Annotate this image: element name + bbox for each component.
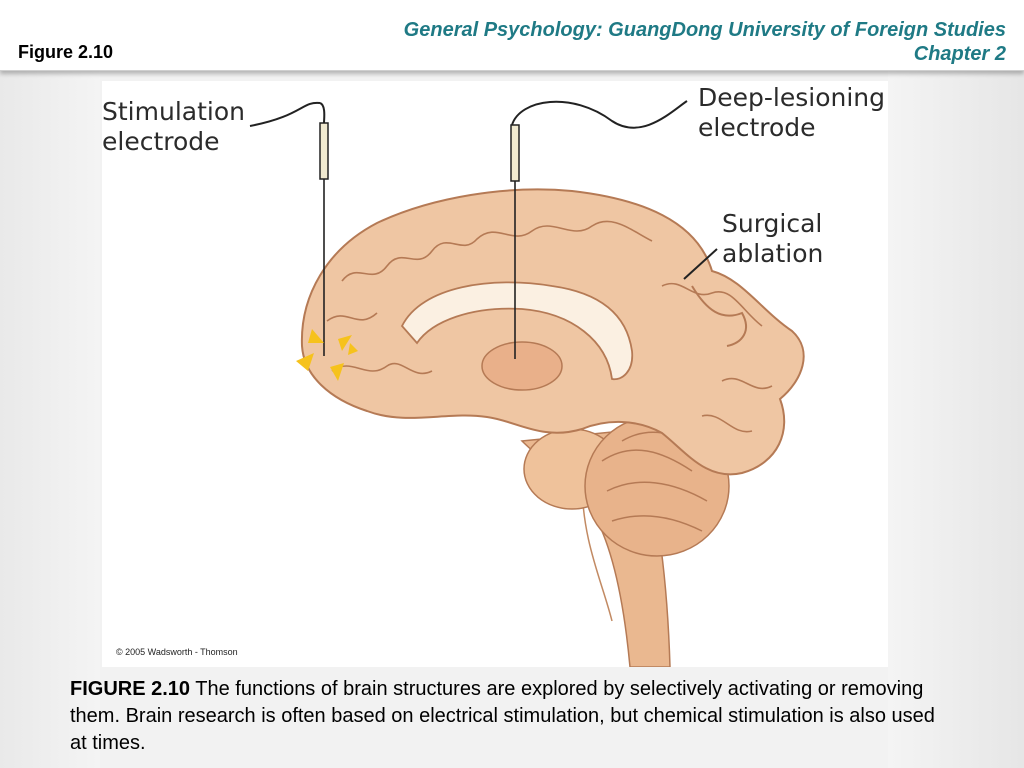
cerebrum [300,188,805,476]
caption-lead: FIGURE 2.10 [70,678,191,700]
stimulation-label: Stimulation electrode [102,97,245,156]
ablation-notch [691,285,747,347]
lesioning-lead [511,100,688,129]
stimulation-sparks [296,329,358,381]
thalamus [481,341,563,391]
figure-label: Figure 2.10 [18,42,114,62]
stimulation-electrode-body [319,122,329,180]
copyright-notice: © 2005 Wadsworth - Thomson [116,647,238,657]
lesioning-electrode-body [510,124,520,182]
course-title: General Psychology: GuangDong University… [404,18,1006,66]
figure-caption: FIGURE 2.10 The functions of brain struc… [70,676,950,757]
stimulation-lead [249,101,321,127]
deep-lesioning-label: Deep-lesioning electrode [698,83,885,142]
slide-header: Figure 2.10 General Psychology: GuangDon… [0,0,1024,71]
chapter-line: Chapter 2 [913,43,1006,65]
surgical-pointer [683,248,718,280]
surgical-ablation-label: Surgical ablation [722,209,824,268]
brain-figure: Stimulation electrode Deep-lesioning ele… [102,81,888,667]
corpus-callosum [400,281,634,381]
course-title-line: General Psychology: GuangDong University… [403,19,1006,41]
background-right [888,70,1024,768]
caption-text: The functions of brain structures are ex… [70,678,935,754]
brain-illustration [249,100,805,667]
background-left [0,70,100,768]
